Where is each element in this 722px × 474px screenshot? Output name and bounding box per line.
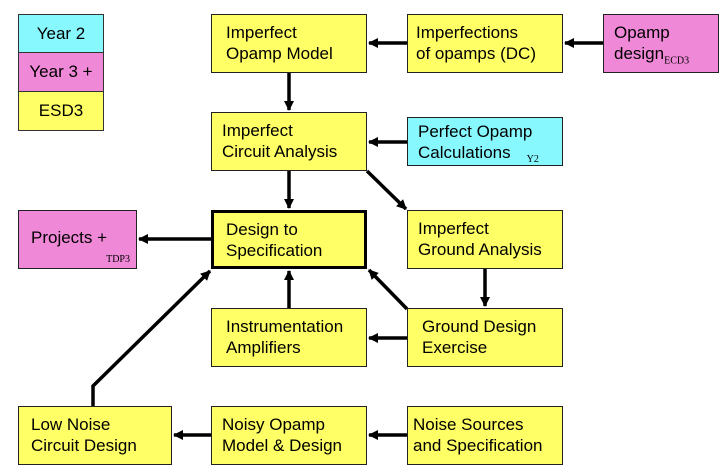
- node-noisy-opamp-model: Noisy Opamp Model & Design: [211, 406, 367, 465]
- node-ground-design-exercise: Ground Design Exercise: [407, 308, 563, 367]
- node-noise-sources: Noise Sources and Specification: [407, 406, 563, 465]
- edge-circuit-analysis-to-ground-analysis: [365, 169, 408, 211]
- node-line: Circuit Design: [31, 436, 137, 455]
- node-imperfect-circuit-analysis: Imperfect Circuit Analysis: [211, 112, 367, 171]
- node-line: designECD3: [614, 43, 718, 71]
- node-line: Opamp Model: [226, 44, 333, 63]
- course-code: Y2: [526, 154, 539, 166]
- legend-year-3: Year 3 +: [18, 53, 104, 92]
- node-line: Circuit Analysis: [222, 142, 338, 161]
- node-line: Model & Design: [222, 436, 343, 455]
- node-line: and Specification: [413, 436, 543, 455]
- node-line: Projects +: [31, 228, 108, 247]
- node-imperfect-ground-analysis: Imperfect Ground Analysis: [407, 210, 563, 269]
- node-text: Calculations: [418, 143, 511, 162]
- node-line: Low Noise: [31, 415, 111, 434]
- node-line: Ground Analysis: [418, 240, 542, 259]
- node-line: Design to: [226, 220, 298, 239]
- node-line: Ground Design: [422, 317, 537, 336]
- course-code: TDP3: [106, 254, 130, 265]
- node-imperfections-of-opamps: Imperfections of opamps (DC): [407, 14, 563, 73]
- node-line: Exercise: [422, 338, 488, 357]
- node-line: Specification: [226, 241, 323, 260]
- node-line: Instrumentation: [226, 317, 344, 336]
- node-design-to-specification: Design to Specification: [211, 210, 367, 269]
- node-projects: Projects + TDP3: [18, 210, 137, 269]
- legend-esd3: ESD3: [18, 92, 104, 131]
- node-line: Perfect Opamp: [418, 122, 533, 141]
- legend-year-2: Year 2: [18, 14, 104, 53]
- node-low-noise-circuit-design: Low Noise Circuit Design: [18, 406, 172, 465]
- node-line: Opamp: [614, 23, 670, 42]
- node-line: Imperfect: [226, 23, 297, 42]
- node-line: Imperfect: [222, 121, 293, 140]
- node-text: design: [614, 44, 665, 63]
- node-instrumentation-amplifiers: Instrumentation Amplifiers: [211, 308, 367, 367]
- node-imperfect-opamp-model: Imperfect Opamp Model: [211, 14, 367, 73]
- node-line: Noise Sources: [413, 415, 524, 434]
- edge-low-noise-to-design-spec: [91, 269, 212, 406]
- node-opamp-design: Opamp designECD3: [603, 14, 719, 73]
- node-line: Imperfections: [416, 23, 519, 42]
- node-line: Imperfect: [418, 219, 489, 238]
- node-line: of opamps (DC): [416, 44, 536, 63]
- course-code: ECD3: [664, 55, 690, 67]
- legend: Year 2 Year 3 + ESD3: [18, 14, 104, 131]
- node-line: Amplifiers: [226, 338, 301, 357]
- edge-ground-exercise-to-design-spec: [367, 268, 409, 311]
- node-line: Noisy Opamp: [222, 415, 325, 434]
